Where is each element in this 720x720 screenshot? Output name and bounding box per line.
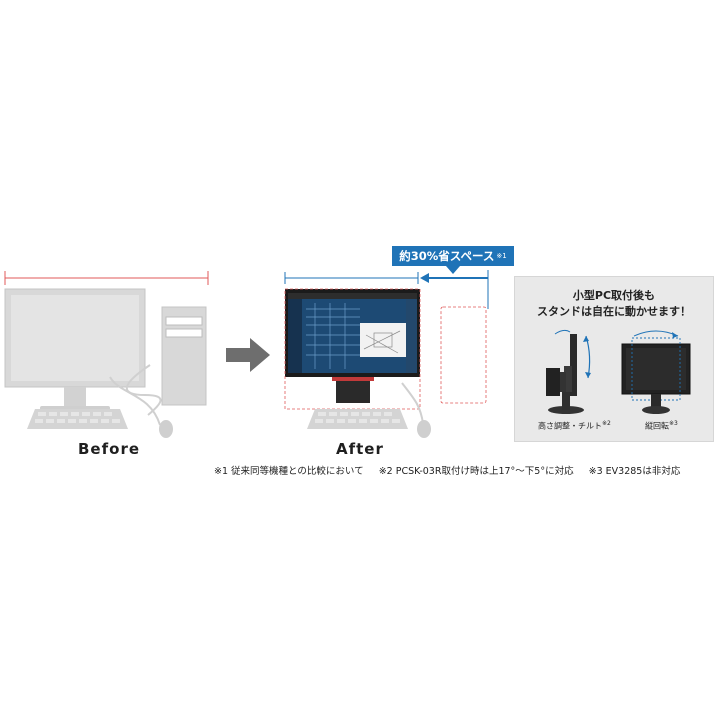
after-monitor: [285, 289, 420, 377]
space-saving-badge: 約30%省スペース※1: [392, 246, 514, 266]
before-mouse: [159, 420, 173, 438]
panel-illustrations: [546, 329, 691, 414]
panel-heading: 小型PC取付後も スタンドは自在に動かせます！: [520, 288, 708, 320]
after-keyboard: [307, 409, 408, 429]
footnote-3: ※3 EV3285は非対応: [588, 466, 681, 477]
after-mouse: [417, 420, 431, 438]
before-tower-pc: [161, 306, 207, 406]
before-width-guide: [4, 271, 209, 285]
tilt-caption: 高さ調整・チルト※2: [538, 420, 611, 431]
footnotes: ※1 従来同等機種との比較において ※2 PCSK-03R取付け時は上17°～下…: [214, 463, 680, 477]
removed-tower-outline: [440, 306, 487, 404]
before-monitor: [4, 288, 146, 412]
before-keyboard: [27, 409, 128, 429]
space-saving-text: 約30%省スペース: [399, 249, 495, 263]
after-illustration: [284, 270, 489, 438]
tilt-monitor-side-view: [546, 329, 591, 414]
after-label: After: [336, 440, 384, 458]
footnote-2: ※2 PCSK-03R取付け時は上17°～下5°に対応: [378, 466, 574, 477]
space-saving-mark: ※1: [496, 252, 507, 260]
footnote-1: ※1 従来同等機種との比較において: [214, 466, 364, 477]
rotate-monitor-front-view: [621, 330, 691, 414]
badge-pointer: [446, 266, 460, 274]
panel-heading-line2: スタンドは自在に動かせます！: [537, 305, 691, 318]
before-illustration: [4, 271, 209, 438]
before-label: Before: [78, 440, 141, 458]
rotate-caption: 縦回転※3: [645, 420, 678, 431]
right-arrow-icon: [226, 338, 270, 372]
after-width-guide: [284, 272, 419, 284]
saved-space-arrow: [420, 270, 489, 309]
panel-heading-line1: 小型PC取付後も: [572, 289, 656, 302]
mini-pc: [336, 377, 370, 403]
